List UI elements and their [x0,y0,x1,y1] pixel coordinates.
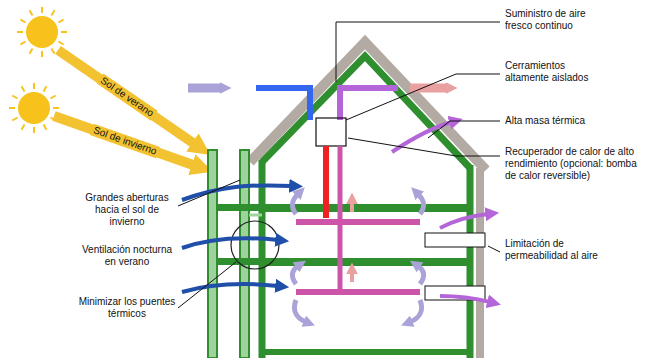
roof-insulation [250,42,486,170]
night-ventilation-arrow [182,284,278,292]
sun-ray [30,48,33,53]
window-frame [249,214,262,217]
sun-ray [20,20,25,23]
sunspace-floor [217,204,262,211]
sun-ray [41,51,43,57]
summer-sun-ray [58,50,196,145]
sun-ray [22,124,25,129]
sunspace-column [208,150,217,358]
air-leak-arrow [440,214,488,228]
sun-ray [33,83,35,89]
callout-label: Limitación de permeabilidad al aire [505,238,605,262]
room-air-arrows [292,194,423,322]
sun-ray [61,31,67,33]
sun-ray [30,10,33,15]
callout-label: Recuperador de calor de alto rendimiento… [505,146,645,182]
exhaust-duct [340,88,398,120]
callout-label: Grandes aberturas hacia el sol de invier… [78,192,176,228]
sun-ray [12,118,17,121]
summer-sun [26,16,58,48]
distribution-riser [338,222,343,292]
sun-ray [33,127,35,133]
callout-label: Suministro de aire fresco continuo [505,8,590,32]
sun-ray [58,20,63,23]
night-ventilation-arrow [182,238,278,248]
sun-ray [9,107,15,109]
winter-sun [18,92,50,124]
thermal-bridge-circle [231,221,279,269]
callout-label: Cerramientos altamente aislados [505,60,590,84]
sun-ray [58,42,63,45]
sun-ray [52,10,55,15]
distribution-duct [296,219,420,225]
air-leak-vent [425,233,485,247]
callout-label: Ventilación nocturna en verano [78,244,176,268]
distribution-duct [296,289,420,295]
wall-insulation [476,168,484,358]
fresh-air-arrow [188,84,222,93]
callout-label: Alta masa térmica [505,115,645,127]
supply-duct [256,88,310,120]
sun-label: Sol de invierno [90,124,160,159]
sun-ray [41,7,43,13]
extract-riser [338,146,343,222]
air-leak-arrow [440,296,490,302]
sun-ray [50,96,55,99]
winter-sun-ray [54,116,196,166]
leader-lines [178,22,500,308]
supply-riser [323,146,329,218]
sun-label: Sol de verano [97,73,158,120]
sun-ray [44,86,47,91]
sun-ray [22,86,25,91]
heat-recovery-unit [316,118,346,146]
sun-ray [53,107,59,109]
sun-ray [20,42,25,45]
sun-ray [44,124,47,129]
floor-slab [262,258,470,266]
sun-ray [17,31,23,33]
ground-slab [262,349,470,355]
sunspace-column [240,150,249,358]
callout-label: Minimizar los puentes térmicos [78,296,176,320]
sun-ray [52,48,55,53]
sun-ray [12,96,17,99]
